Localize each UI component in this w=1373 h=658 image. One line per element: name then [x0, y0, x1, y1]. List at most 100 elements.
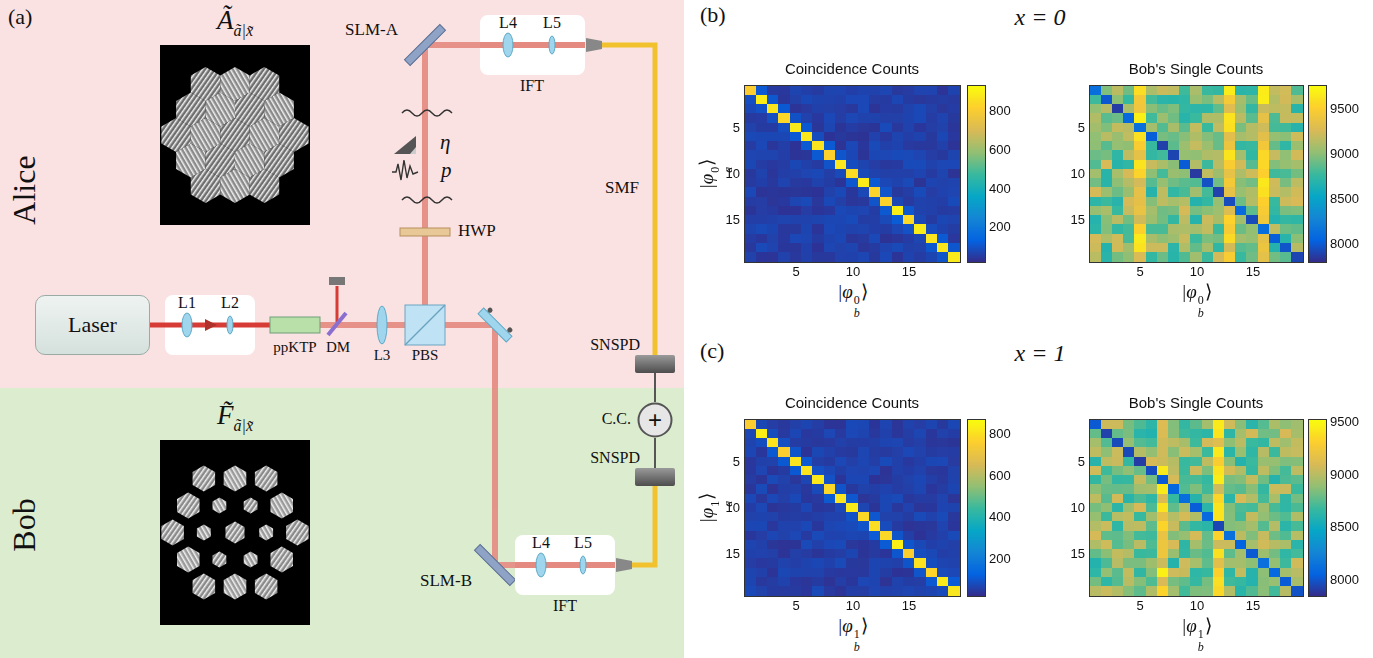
ket-label: |φ1b⟩	[837, 615, 868, 653]
hexagon-segment	[193, 466, 216, 492]
hexagon-segment	[161, 520, 184, 546]
part-label: L3	[374, 347, 391, 364]
part-label: ppKTP	[273, 339, 316, 356]
hologram-pattern	[160, 45, 310, 225]
ket-indices: 0b	[854, 294, 860, 319]
condition-label: x = 0	[1015, 4, 1066, 32]
tick-label: 5	[1078, 121, 1085, 136]
slm-a-hologram: Ãã|x̃	[160, 45, 310, 225]
tick-label: 10	[1071, 501, 1085, 516]
colorbar	[1309, 420, 1326, 596]
tick-label: 15	[902, 265, 916, 280]
ket-label: |φ0b⟩	[837, 281, 868, 319]
tick-label: 5	[1136, 599, 1143, 614]
colorbar-tick: 9000	[1330, 147, 1359, 162]
colorbar-tick: 200	[989, 220, 1011, 235]
laser-box: Laser	[35, 295, 150, 355]
hexagon-segment	[224, 574, 247, 600]
lens-label: L2	[221, 294, 239, 312]
lens-label: L5	[543, 14, 561, 32]
ket-superscript: 1	[1198, 628, 1204, 641]
lens-label: L4	[499, 14, 517, 32]
tick-label: 15	[1246, 265, 1260, 280]
tick-label: 10	[846, 599, 860, 614]
ppktp-crystal	[270, 317, 320, 333]
ket-base: |φ	[837, 281, 853, 302]
ket-indices: 1b	[1198, 628, 1204, 653]
tick-label: 15	[726, 547, 740, 562]
colorbar-tick: 600	[989, 143, 1011, 158]
heatmap-title: Bob's Single Counts	[1129, 60, 1264, 77]
signal-cable	[654, 438, 656, 468]
module-label: IFT	[553, 597, 577, 615]
part-label: HWP	[458, 221, 496, 241]
ket-superscript: 0	[709, 167, 722, 173]
condition-label: x = 1	[1015, 340, 1066, 368]
operator-symbol: F̃	[217, 400, 234, 430]
tick-label: 5	[733, 121, 740, 136]
ket-close: ⟩	[861, 281, 868, 302]
dichroic-mirror	[328, 313, 346, 335]
tick-label: 5	[1078, 455, 1085, 470]
lens-group	[480, 15, 585, 75]
hexagon-segment	[244, 552, 258, 568]
panel-letter: (a)	[8, 4, 32, 29]
lens-label: L4	[532, 534, 550, 552]
colorbar-tick: 800	[989, 104, 1011, 119]
ket-subscript: b	[1198, 641, 1204, 654]
ket-close: ⟩	[861, 615, 868, 636]
lens-l3	[377, 306, 387, 344]
lens-group	[515, 535, 615, 595]
colorbar	[1309, 86, 1326, 262]
ift-box: L4L5IFT	[480, 15, 585, 75]
heatmap-title: Coincidence Counts	[785, 60, 919, 77]
hexagon-segment	[279, 118, 308, 152]
tick-label: 5	[1136, 265, 1143, 280]
hexagon-segment	[226, 522, 245, 544]
tick-label: 10	[1071, 167, 1085, 182]
slm-a	[404, 24, 445, 65]
beam-dump	[329, 277, 345, 285]
colorbar	[968, 420, 985, 596]
colorbar-tick: 8500	[1330, 520, 1359, 535]
ket-close: ⟩	[1205, 281, 1212, 302]
hexagon-segment	[271, 493, 294, 519]
tick-label: 15	[726, 213, 740, 228]
ket-close: ⟩	[1205, 615, 1212, 636]
hexagon-segment	[213, 552, 227, 568]
hexagon-segment	[244, 498, 258, 514]
tick-label: 15	[1071, 213, 1085, 228]
heatmap-title: Bob's Single Counts	[1129, 394, 1264, 411]
heatmap	[1090, 86, 1303, 262]
detector-label: SNSPD	[590, 336, 640, 354]
ket-superscript: 0	[1198, 294, 1204, 307]
hexagon-segment	[255, 466, 278, 492]
tick-label: 15	[1071, 547, 1085, 562]
module-label: IFT	[520, 77, 544, 95]
hexagon-segment	[197, 525, 211, 541]
colorbar-tick: 400	[989, 510, 1011, 525]
part-label: DM	[326, 339, 350, 356]
hexagon-segment	[224, 466, 247, 492]
tick-label: 15	[902, 599, 916, 614]
ket-base: |φ	[837, 615, 853, 636]
tick-label: 15	[1246, 599, 1260, 614]
ket-base: |φ	[696, 508, 717, 524]
hologram-heading: F̃ã|x̃	[160, 400, 310, 435]
part-label: SLM-B	[420, 571, 472, 591]
ket-label: |φ1b⟩	[1181, 615, 1212, 653]
ket-close: ⟩	[696, 159, 717, 166]
bob-region: BobF̃ã|x̃SNSPDL4L5IFT	[0, 388, 684, 658]
tick-label: 10	[846, 265, 860, 280]
ket-indices: 1b	[854, 628, 860, 653]
heatmap	[745, 420, 960, 596]
colorbar-tick: 800	[989, 427, 1011, 442]
fiber-coupler	[586, 38, 602, 52]
colorbar-tick: 400	[989, 182, 1011, 197]
signal-cable	[654, 373, 656, 402]
ket-indices: 0a	[709, 167, 734, 173]
ket-base: |φ	[1181, 281, 1197, 302]
ket-superscript: 0	[854, 294, 860, 307]
ket-label: |φ0a⟩	[696, 159, 734, 190]
alice-region: AliceÃã|x̃LaserL1L2L4L5IFTSNSPD	[0, 0, 684, 388]
